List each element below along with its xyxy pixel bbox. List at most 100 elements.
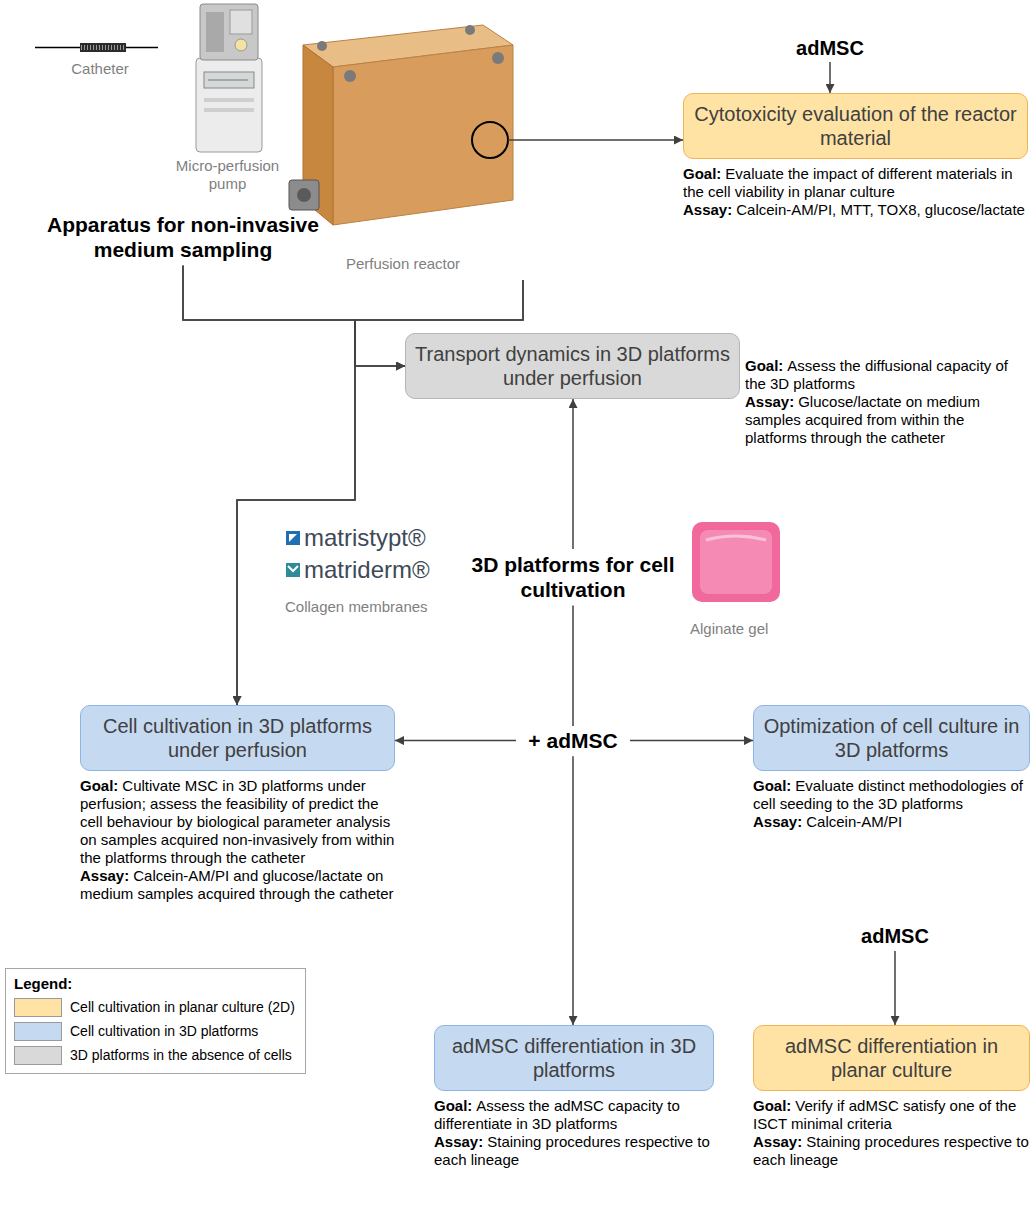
box-title: adMSC differentiation in planar culture (762, 1034, 1021, 1082)
process-node: Cell cultivation in 3D platforms under p… (80, 705, 395, 903)
collagen-logos (286, 531, 300, 577)
node-label: + adMSC (518, 728, 628, 753)
process-box: adMSC differentiation in 3D platforms (434, 1025, 714, 1091)
description-line: Goal:Evaluate distinct methodologies of … (753, 777, 1030, 813)
description-line: Assay:Calcein-AM/PI and glucose/lactate … (80, 867, 395, 903)
description: Goal:Assess the diffusional capacity of … (745, 357, 1028, 447)
field-text: Evaluate the impact of different materia… (683, 165, 1013, 200)
process-node: Cytotoxicity evaluation of the reactor m… (683, 93, 1028, 219)
field-label: Assay: (753, 1133, 802, 1150)
alginate-gel-illustration (692, 522, 780, 602)
legend-text: Cell cultivation in planar culture (2D) (70, 999, 295, 1016)
field-text: Verify if adMSC satisfy one of the ISCT … (753, 1097, 1016, 1132)
field-label: Goal: (683, 165, 721, 182)
box-title: Cell cultivation in 3D platforms under p… (89, 714, 386, 762)
description: Goal:Cultivate MSC in 3D platforms under… (80, 777, 395, 903)
connector-arrow (183, 265, 355, 705)
box-title: Transport dynamics in 3D platforms under… (414, 342, 731, 390)
legend-text: 3D platforms in the absence of cells (70, 1047, 292, 1064)
process-node: Transport dynamics in 3D platforms under… (405, 333, 740, 399)
text-label: matristypt® (304, 524, 504, 553)
text-label: matriderm® (304, 556, 504, 585)
description: Goal:Assess the adMSC capacity to differ… (434, 1097, 714, 1169)
description-line: Goal:Evaluate the impact of different ma… (683, 165, 1028, 201)
reactor-node: Perfusion reactor (288, 15, 528, 280)
box-title: Optimization of cell culture in 3D platf… (762, 714, 1021, 762)
legend-row: Cell cultivation in planar culture (2D) (14, 998, 295, 1017)
description-line: Goal:Verify if adMSC satisfy one of the … (753, 1097, 1030, 1133)
text-label: Collagen membranes (285, 598, 475, 616)
process-box: Cytotoxicity evaluation of the reactor m… (683, 93, 1028, 159)
node-label: 3D platforms for cell cultivation (468, 552, 678, 602)
connector-arrow (572, 605, 574, 726)
text-node: Apparatus for non-invasive medium sampli… (18, 212, 348, 262)
description: Goal:Verify if adMSC satisfy one of the … (753, 1097, 1030, 1169)
field-label: Assay: (753, 813, 802, 830)
connector-arrow (894, 951, 896, 1025)
legend-row: 3D platforms in the absence of cells (14, 1046, 295, 1065)
description-line: Assay:Staining procedures respective to … (753, 1133, 1030, 1169)
description-line: Assay:Calcein-AM/PI, MTT, TOX8, glucose/… (683, 201, 1028, 219)
legend-title: Legend: (14, 975, 295, 993)
node-label: Apparatus for non-invasive medium sampli… (18, 212, 348, 262)
text-node: adMSC (790, 36, 870, 60)
field-label: Goal: (434, 1097, 472, 1114)
process-box: Transport dynamics in 3D platforms under… (405, 333, 740, 399)
description-line: Assay:Calcein-AM/PI (753, 813, 1030, 831)
reactor-illustration (289, 25, 513, 225)
text-node: 3D platforms for cell cultivation (468, 552, 678, 602)
text-node: + adMSC (518, 728, 628, 753)
box-title: Cytotoxicity evaluation of the reactor m… (692, 102, 1019, 150)
catheter-illustration (35, 43, 158, 52)
process-box: Optimization of cell culture in 3D platf… (753, 705, 1030, 771)
description: Goal:Evaluate distinct methodologies of … (753, 777, 1030, 831)
node-label: adMSC (790, 36, 870, 60)
legend-swatch (14, 1022, 62, 1041)
connector-arrow (829, 62, 831, 93)
connector-arrow (508, 139, 683, 141)
process-box: Cell cultivation in 3D platforms under p… (80, 705, 395, 771)
illustration-caption: Perfusion reactor (288, 255, 518, 273)
field-label: Goal: (80, 777, 118, 794)
description-line: Assay:Glucose/lactate on medium samples … (745, 393, 1028, 447)
field-label: Goal: (753, 1097, 791, 1114)
connector-arrow (183, 265, 405, 366)
legend-box: Legend: Cell cultivation in planar cultur… (5, 968, 306, 1074)
field-text: Calcein-AM/PI (806, 813, 902, 830)
node-label: adMSC (855, 924, 935, 948)
description-line: Goal:Cultivate MSC in 3D platforms under… (80, 777, 395, 867)
legend-swatch (14, 1046, 62, 1065)
description: Goal:Evaluate the impact of different ma… (683, 165, 1028, 219)
connector-arrow (630, 740, 753, 742)
connector-arrow (572, 399, 574, 549)
field-text: Evaluate distinct methodologies of cell … (753, 777, 1023, 812)
field-label: Assay: (434, 1133, 483, 1150)
process-node: Optimization of cell culture in 3D platf… (753, 705, 1030, 831)
field-text: Calcein-AM/PI, MTT, TOX8, glucose/lactat… (736, 201, 1025, 218)
box-title: adMSC differentiation in 3D platforms (443, 1034, 705, 1082)
field-text: Cultivate MSC in 3D platforms under perf… (80, 777, 394, 866)
field-label: Assay: (80, 867, 129, 884)
pump-illustration (196, 4, 262, 152)
process-box: adMSC differentiation in planar culture (753, 1025, 1030, 1091)
text-label: Catheter (60, 60, 140, 78)
connector-arrow (395, 740, 516, 742)
text-label: Alginate gel (690, 620, 810, 638)
field-text: Assess the diffusional capacity of the 3… (745, 357, 1008, 392)
process-node: adMSC differentiation in 3D platformsGoa… (434, 1025, 714, 1169)
description-line: Goal:Assess the adMSC capacity to differ… (434, 1097, 714, 1133)
legend-row: Cell cultivation in 3D platforms (14, 1022, 295, 1041)
process-node: adMSC differentiation in planar cultureG… (753, 1025, 1030, 1169)
text-label: Micro-perfusion pump (165, 157, 290, 193)
field-label: Goal: (753, 777, 791, 794)
text-node: adMSC (855, 924, 935, 948)
field-label: Goal: (745, 357, 783, 374)
connector-arrow (572, 756, 574, 1025)
legend-swatch (14, 998, 62, 1017)
description-line: Goal:Assess the diffusional capacity of … (745, 357, 1028, 393)
description-line: Assay:Staining procedures respective to … (434, 1133, 714, 1169)
field-label: Assay: (745, 393, 794, 410)
legend-text: Cell cultivation in 3D platforms (70, 1023, 258, 1040)
field-label: Assay: (683, 201, 732, 218)
